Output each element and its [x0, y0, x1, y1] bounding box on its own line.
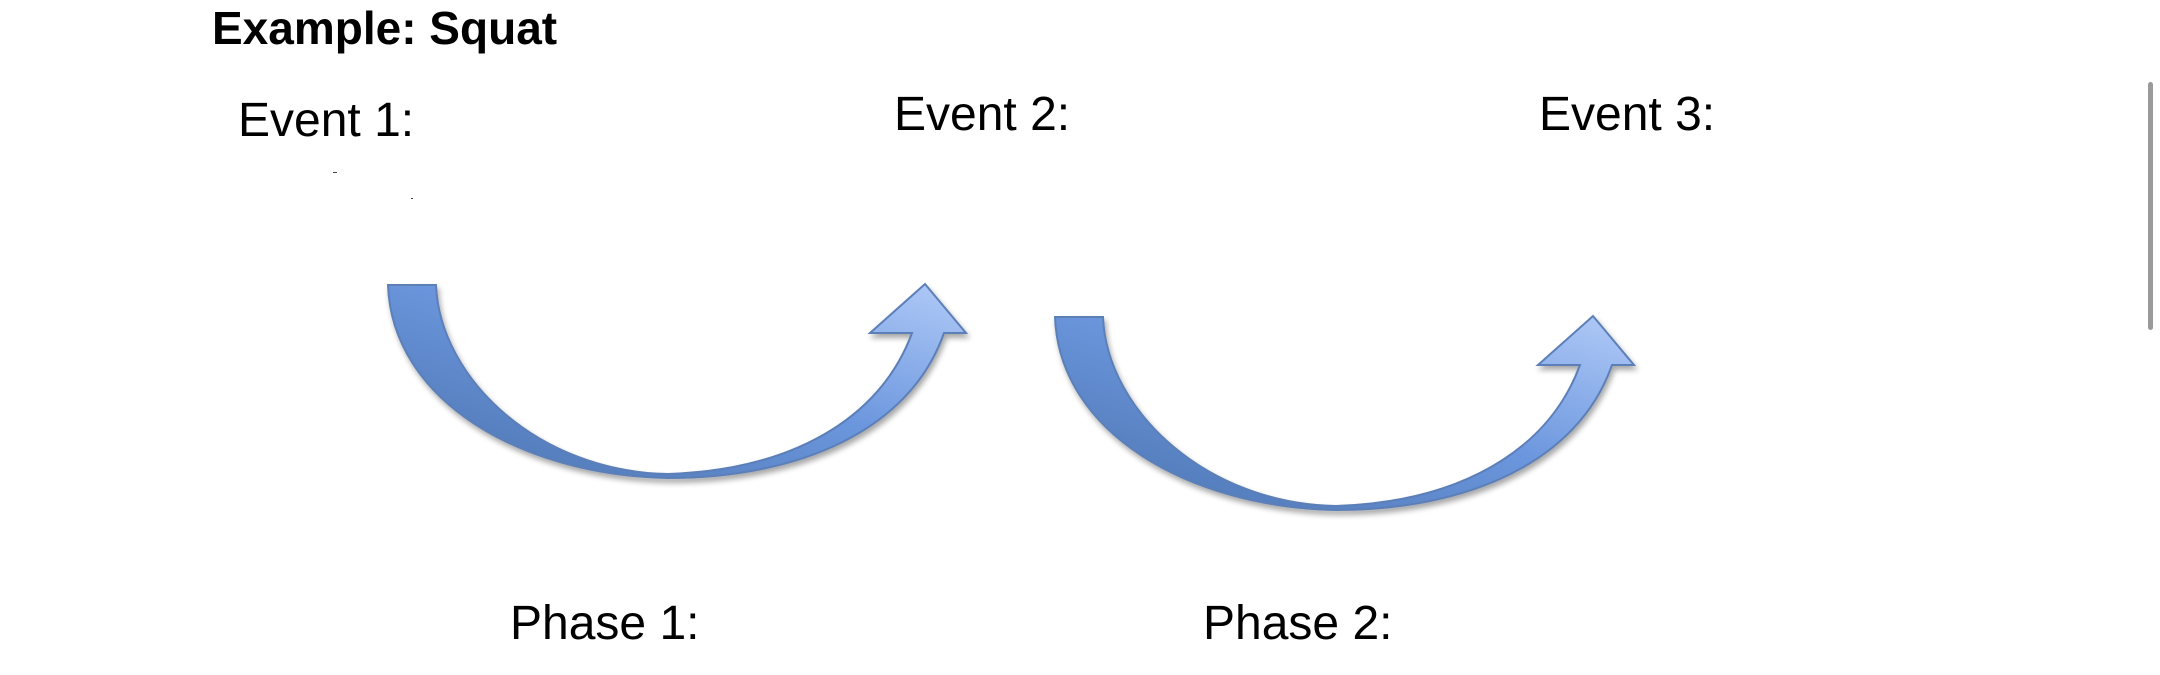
diagram-title: Example: Squat: [212, 2, 558, 54]
stray-mark: [411, 198, 413, 199]
event-2-label: Event 2:: [894, 88, 1071, 141]
curved-arrow-icon: [386, 282, 969, 480]
event-3-label: Event 3:: [1539, 88, 1716, 141]
phase-1-label: Phase 1:: [510, 597, 700, 650]
curved-arrow-icon: [1053, 314, 1637, 512]
stray-mark: [333, 172, 337, 173]
event-1-label: Event 1:: [238, 94, 415, 147]
phase-2-label: Phase 2:: [1203, 597, 1393, 650]
vertical-scrollbar[interactable]: [2148, 82, 2153, 330]
